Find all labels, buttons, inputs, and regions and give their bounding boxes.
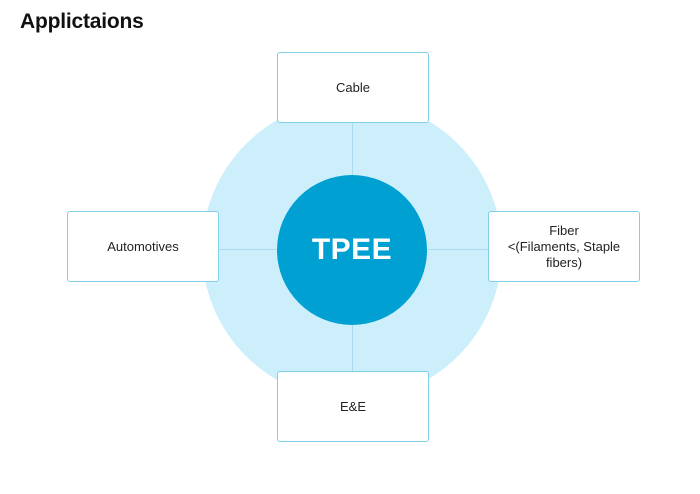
node-label-line1: Fiber <box>549 222 579 238</box>
center-node: TPEE <box>277 175 427 325</box>
node-e-and-e: E&E <box>277 371 429 442</box>
connector-bottom <box>352 325 353 371</box>
node-automotives: Automotives <box>67 211 219 282</box>
connector-top <box>352 123 353 175</box>
connector-left <box>219 249 277 250</box>
node-label: Automotives <box>107 238 179 254</box>
node-label: Cable <box>336 79 370 95</box>
connector-right <box>427 249 488 250</box>
node-label: E&E <box>339 398 366 414</box>
node-cable: Cable <box>277 52 429 123</box>
center-label: TPEE <box>311 233 393 266</box>
node-fiber: Fiber <(Filaments, Staple fibers) <box>488 211 640 282</box>
page-title: Applictaions <box>20 10 144 33</box>
node-label-line2: <(Filaments, Staple fibers) <box>507 238 621 270</box>
